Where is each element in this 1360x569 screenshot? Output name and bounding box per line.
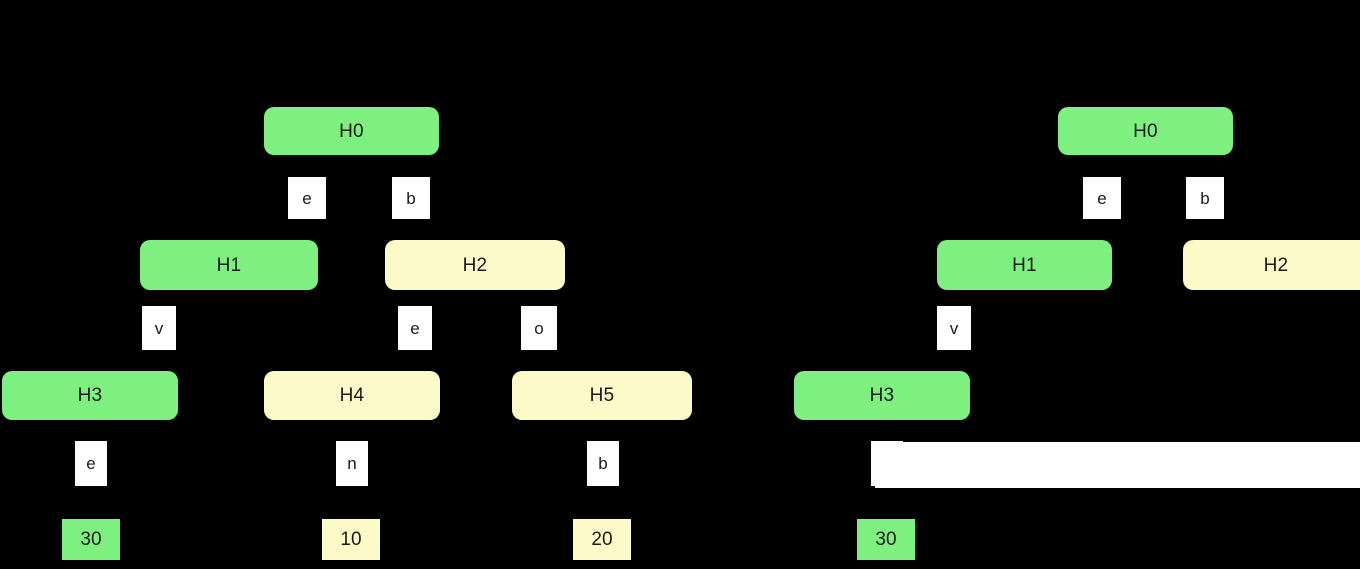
- hash-node-h3[interactable]: H3: [2, 371, 178, 420]
- hash-node-h2[interactable]: H2: [1183, 240, 1360, 290]
- leaf-value-node[interactable]: 30: [857, 519, 915, 560]
- edge-label: b: [1186, 177, 1224, 219]
- hash-node-h3[interactable]: H3: [794, 371, 970, 420]
- leaf-value-node[interactable]: 10: [322, 519, 380, 560]
- hash-node-h5[interactable]: H5: [512, 371, 692, 420]
- edge-label: e: [288, 177, 326, 219]
- edge-label: o: [521, 306, 557, 350]
- edge-label: n: [336, 441, 368, 486]
- edge-label: b: [392, 177, 430, 219]
- hash-node-h0[interactable]: H0: [1058, 107, 1233, 155]
- edge-label: e: [75, 441, 107, 486]
- hash-node-h1[interactable]: H1: [937, 240, 1112, 290]
- edge-label: e: [1083, 177, 1121, 219]
- hash-node-h2[interactable]: H2: [385, 240, 565, 290]
- edge-label: e: [398, 306, 432, 350]
- edge-label: v: [142, 306, 176, 350]
- leaf-value-node[interactable]: 30: [62, 519, 120, 560]
- edge-label: v: [937, 306, 971, 350]
- edge-label: b: [587, 441, 619, 486]
- hash-node-h4[interactable]: H4: [264, 371, 440, 420]
- hash-node-h0[interactable]: H0: [264, 107, 439, 155]
- leaf-value-node[interactable]: 20: [573, 519, 631, 560]
- white-overlay-band: [875, 442, 1360, 488]
- hash-node-h1[interactable]: H1: [140, 240, 318, 290]
